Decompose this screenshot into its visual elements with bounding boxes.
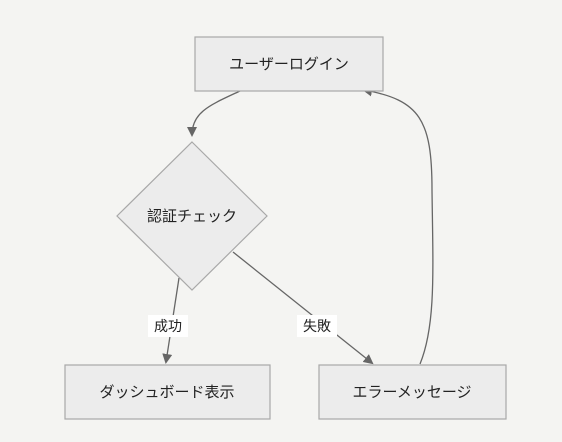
node-auth-check-diamond (116, 141, 268, 291)
node-user-login-label: ユーザーログイン (229, 55, 349, 73)
node-error-message-box (318, 364, 507, 420)
edge-label-success-bg (148, 315, 188, 337)
edge-error-to-login (362, 86, 434, 365)
edge-label-fail-bg (297, 315, 337, 337)
node-user-login-box (194, 36, 384, 92)
node-auth-check-label: 認証チェック (147, 207, 237, 225)
node-dashboard-label: ダッシュボード表示 (99, 383, 234, 401)
edge-login-to-auth-check (187, 90, 241, 137)
edge-label-success-text: 成功 (154, 319, 182, 335)
node-dashboard: ダッシュボード表示 (64, 364, 271, 420)
node-user-login: ユーザーログイン (194, 36, 384, 92)
node-dashboard-box (64, 364, 271, 420)
edge-label-fail-text: 失敗 (303, 319, 331, 335)
node-error-message-label: エラーメッセージ (352, 383, 471, 401)
edge-auth-fail (232, 251, 374, 365)
edge-label-success: 成功 (148, 315, 188, 337)
edge-label-fail: 失敗 (297, 315, 337, 337)
node-auth-check: 認証チェック (116, 141, 268, 291)
node-error-message: エラーメッセージ (318, 364, 507, 420)
